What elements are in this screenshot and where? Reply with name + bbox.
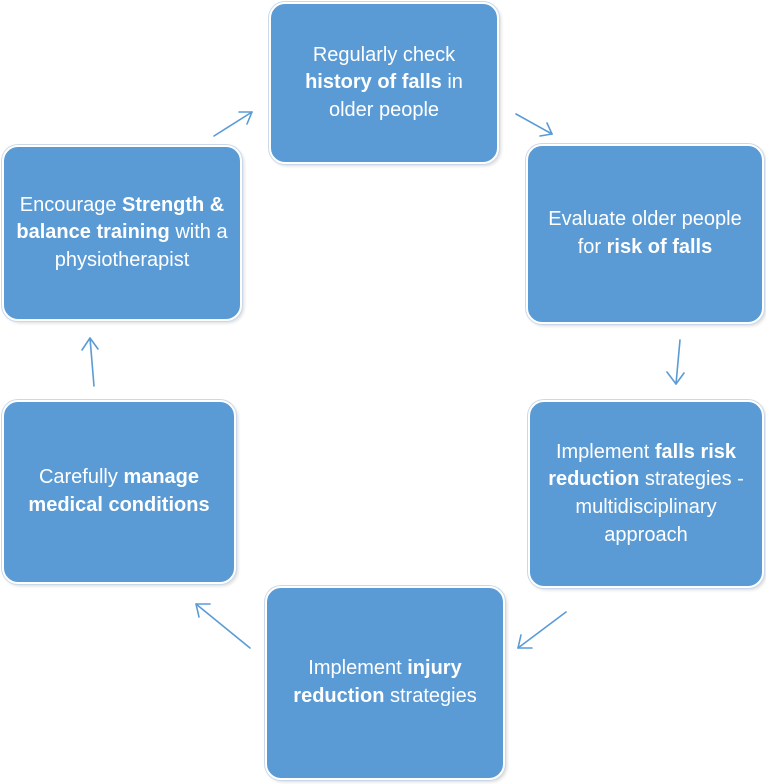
- step-risk-of-falls-text: Evaluate older people for risk of falls: [548, 206, 742, 261]
- step-3-text-bold: falls risk reduction: [548, 440, 737, 491]
- step-3-text-post: strategies - multidisciplinary approach: [575, 468, 744, 546]
- arrow-step5-to-step6: [81, 337, 99, 387]
- step-injury-reduction-text: Implement injury reduction strategies: [287, 655, 483, 710]
- step-1-text-bold: history of falls: [305, 71, 442, 94]
- step-6-text-pre: Encourage: [19, 193, 123, 216]
- step-injury-reduction-box: Implement injury reduction strategies: [265, 586, 505, 780]
- arrow-step6-to-step1: [213, 111, 253, 137]
- step-1-text-post: in older people: [328, 71, 463, 121]
- step-falls-risk-reduction-box: Implement falls risk reduction strategie…: [528, 400, 764, 588]
- step-strength-balance-training-text: Encourage Strength & balance training wi…: [14, 192, 230, 275]
- step-strength-balance-training-box: Encourage Strength & balance training wi…: [2, 145, 242, 321]
- arrow-step4-to-step5: [195, 603, 251, 649]
- step-risk-of-falls-box: Evaluate older people for risk of falls: [526, 144, 764, 324]
- step-2-text-bold: risk of falls: [606, 236, 713, 258]
- step-5-text-bold: manage medical conditions: [28, 466, 210, 516]
- step-manage-medical-conditions-text: Carefully manage medical conditions: [18, 464, 220, 519]
- step-2-text-pre: Evaluate older people for: [548, 208, 742, 258]
- step-1-text-pre: Regularly check: [312, 43, 456, 66]
- step-4-text-pre: Implement: [308, 657, 408, 680]
- step-5-text-pre: Carefully: [38, 466, 124, 489]
- step-3-text-pre: Implement: [555, 440, 655, 463]
- arrow-step2-to-step3: [666, 339, 685, 385]
- step-falls-risk-reduction-text: Implement falls risk reduction strategie…: [540, 439, 752, 549]
- arrow-step1-to-step2: [515, 113, 553, 137]
- step-history-of-falls-text: Regularly check history of falls in olde…: [281, 42, 487, 125]
- arrow-step3-to-step4: [517, 611, 567, 649]
- step-6-text-post: with a physiotherapist: [54, 221, 228, 271]
- step-manage-medical-conditions-box: Carefully manage medical conditions: [2, 400, 236, 584]
- step-history-of-falls-box: Regularly check history of falls in olde…: [269, 2, 499, 164]
- step-4-text-post: strategies: [384, 685, 477, 707]
- step-4-text-bold: injury reduction: [293, 657, 462, 707]
- step-6-text-bold: Strength & balance training: [16, 193, 225, 244]
